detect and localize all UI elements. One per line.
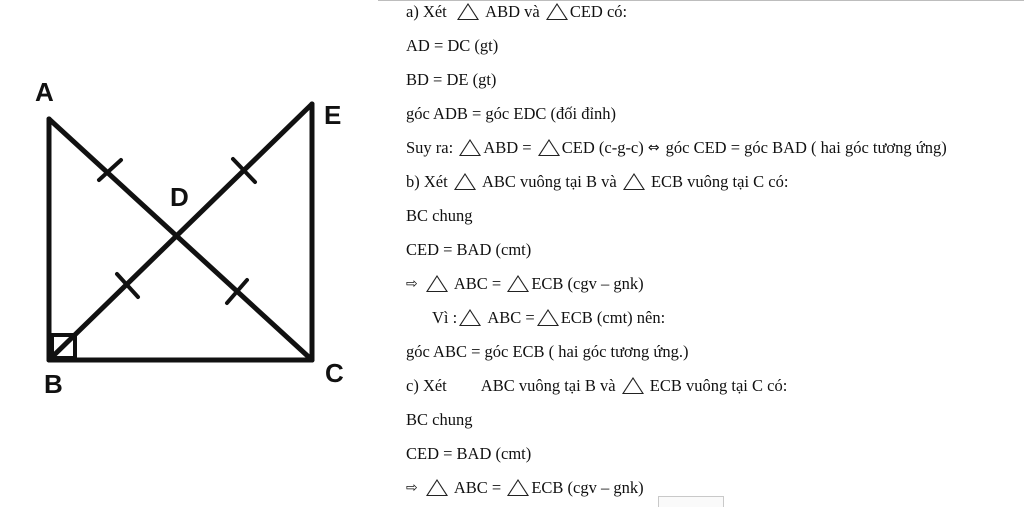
triangle-icon: [507, 274, 530, 292]
proof-line-6: b) Xét ABC vuông tại B và ECB vuông tại …: [406, 172, 789, 191]
right-angle-mark: [50, 333, 77, 360]
geometry-figure: A B C D E: [35, 77, 344, 399]
right-arrow-icon: ⇨: [406, 276, 418, 292]
point-label-C: C: [325, 358, 344, 388]
proof-line-13: BC chung: [406, 410, 473, 429]
triangle-icon: [459, 308, 482, 326]
tick-DC: [225, 278, 249, 305]
point-label-A: A: [35, 77, 54, 107]
point-label-E: E: [324, 100, 341, 130]
proof-line-14: CED = BAD (cmt): [406, 444, 532, 463]
tick-AD: [97, 158, 123, 182]
segment-AC: [46, 116, 315, 363]
proof-line-10: Vì : ABC =ECB (cmt) nên:: [432, 308, 666, 327]
proof-line-2: AD = DC (gt): [406, 36, 499, 55]
proof-line-15: ⇨ ABC = ECB (cgv – gnk): [406, 478, 644, 497]
triangle-icon: [453, 172, 476, 190]
paste-options-icon[interactable]: [658, 496, 724, 507]
segment-BE: [46, 101, 315, 363]
triangle-icon: [537, 138, 560, 156]
triangle-icon: [507, 478, 530, 496]
triangle-icon: [457, 2, 480, 20]
triangle-icon: [459, 138, 482, 156]
proof-line-7: BC chung: [406, 206, 473, 225]
proof-line-11: góc ABC = góc ECB ( hai góc tương ứng.): [406, 342, 689, 361]
triangle-icon: [622, 172, 645, 190]
right-arrow-icon: ⇨: [406, 480, 418, 496]
triangle-icon: [536, 308, 559, 326]
proof-line-4: góc ADB = góc EDC (đối đỉnh): [406, 104, 617, 123]
proof-line-8: CED = BAD (cmt): [406, 240, 532, 259]
triangle-icon: [425, 478, 448, 496]
iff-arrow-icon: ⇔: [647, 140, 660, 156]
proof-line-5: Suy ra: ABD = CED (c-g-c) ⇔góc CED = góc…: [406, 138, 947, 157]
triangle-icon: [425, 274, 448, 292]
tick-DE: [231, 157, 257, 184]
triangle-icon: [545, 2, 568, 20]
point-label-B: B: [44, 369, 63, 399]
top-border: [378, 0, 1024, 1]
proof-line-1: a) Xét ABD và CED có:: [406, 2, 628, 21]
proof-line-3: BD = DE (gt): [406, 70, 497, 89]
tick-BD: [115, 272, 140, 299]
triangle-icon: [621, 376, 644, 394]
point-label-D: D: [170, 182, 189, 212]
proof-line-9: ⇨ ABC = ECB (cgv – gnk): [406, 274, 644, 293]
